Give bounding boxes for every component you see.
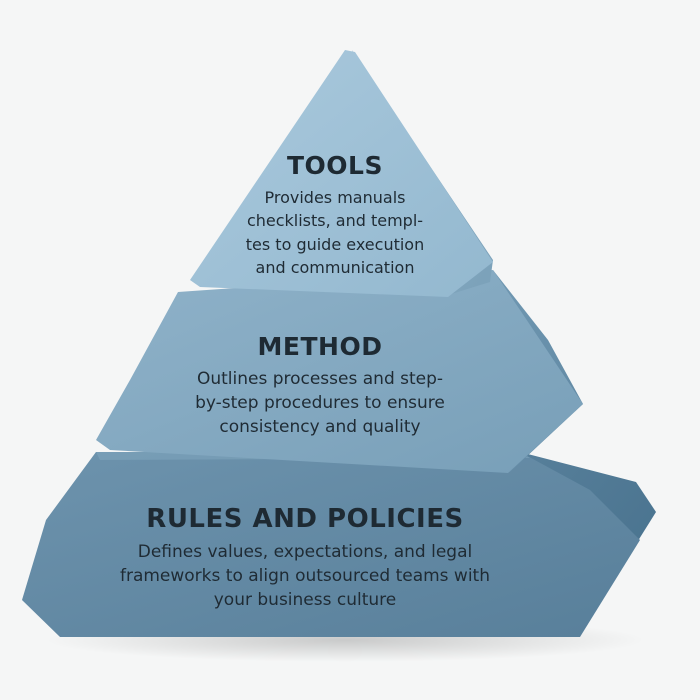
tier-bottom-front-face: [22, 452, 640, 637]
tier-middle-shape: [96, 270, 583, 473]
tier-middle-title: METHOD: [257, 332, 383, 361]
tier-top-title: TOOLS: [287, 151, 383, 180]
tier-top-line: and communication: [255, 258, 415, 277]
tier-top-description: Provides manuals checklists, and templ- …: [230, 186, 440, 280]
tier-middle-line: consistency and quality: [219, 416, 421, 437]
tier-bottom-description: Defines values, expectations, and legal …: [115, 540, 495, 612]
tier-top-label: TOOLS Provides manuals checklists, and t…: [230, 152, 440, 280]
tier-bottom-title: RULES AND POLICIES: [146, 504, 464, 534]
tier-top-front-face: [190, 50, 493, 297]
tier-top-line: checklists, and templ-: [246, 211, 424, 230]
tier-middle-line: Outlines processes and step-: [196, 368, 444, 389]
tier-bottom-line: Defines values, expectations, and legal: [137, 541, 473, 562]
tier-middle-line: by-step procedures to ensure: [195, 392, 445, 413]
tier-bottom-line: your business culture: [213, 589, 397, 610]
tier-top-line: Provides manuals: [264, 187, 406, 207]
tier-middle-front-face: [96, 270, 583, 473]
tier-top-line: tes to guide execution: [245, 234, 425, 254]
tier-bottom-label: RULES AND POLICIES Defines values, expec…: [115, 505, 495, 612]
tier-top-shape: [190, 50, 493, 297]
tier-middle-description: Outlines processes and step- by-step pro…: [170, 367, 470, 439]
tier-bottom-line: frameworks to align outsourced teams wit…: [119, 565, 491, 586]
tier-middle-label: METHOD Outlines processes and step- by-s…: [170, 333, 470, 439]
